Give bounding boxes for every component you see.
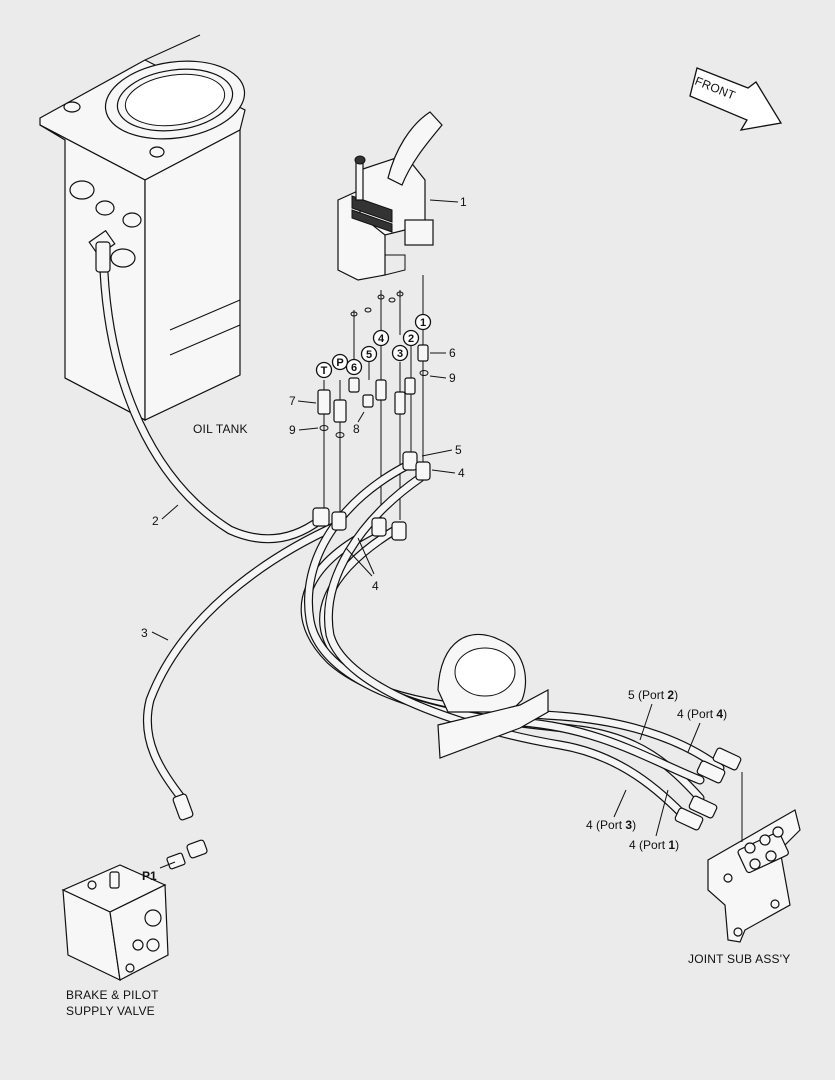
svg-text:P: P bbox=[336, 357, 343, 369]
callout-6: 6 bbox=[449, 346, 456, 360]
svg-text:6: 6 bbox=[351, 362, 357, 374]
port-2: 2 bbox=[402, 329, 420, 347]
port-5: 5 bbox=[360, 345, 378, 363]
port-6: 6 bbox=[345, 358, 363, 376]
svg-text:T: T bbox=[321, 365, 328, 377]
callout-4-bundle: 4 bbox=[372, 579, 379, 593]
pilot-valve-joystick bbox=[337, 111, 459, 281]
hose5-port2-label: 5 (Port 2) bbox=[628, 688, 678, 702]
front-arrow bbox=[689, 67, 783, 131]
callout-4-top: 4 bbox=[458, 466, 465, 480]
port-3: 3 bbox=[391, 344, 409, 362]
callout-9a: 9 bbox=[449, 371, 456, 385]
callout-3: 3 bbox=[141, 626, 148, 640]
hose4-port3-label: 4 (Port 3) bbox=[586, 818, 636, 832]
oil-tank bbox=[39, 34, 246, 421]
svg-text:4: 4 bbox=[378, 333, 385, 345]
callout-8: 8 bbox=[353, 422, 360, 436]
port-markers: T P 6 5 4 3 2 1 bbox=[315, 313, 432, 379]
svg-text:1: 1 bbox=[420, 317, 426, 329]
joint-label: JOINT SUB ASS'Y bbox=[688, 952, 790, 966]
port-t: T bbox=[315, 361, 333, 379]
callout-1: 1 bbox=[460, 195, 467, 209]
hose-end-fittings bbox=[95, 241, 742, 831]
brake-pilot-supply-valve bbox=[61, 839, 208, 982]
brake-valve-label-line1: BRAKE & PILOT bbox=[66, 988, 159, 1002]
hose4-port4-label: 4 (Port 4) bbox=[677, 707, 727, 721]
callout-2: 2 bbox=[152, 514, 159, 528]
brake-valve-label-line2: SUPPLY VALVE bbox=[66, 1004, 155, 1018]
callout-9b: 9 bbox=[289, 423, 296, 437]
port-p: P bbox=[331, 353, 349, 371]
joint-sub-assembly bbox=[707, 772, 801, 943]
fittings bbox=[317, 291, 429, 438]
port-4: 4 bbox=[372, 329, 390, 347]
hose-port-labels: 5 (Port 2) 4 (Port 4) 4 (Port 3) 4 (Port… bbox=[586, 688, 727, 852]
port-1: 1 bbox=[414, 313, 432, 331]
callout-7: 7 bbox=[289, 394, 296, 408]
hose-clamp-bracket bbox=[437, 633, 549, 759]
svg-text:5: 5 bbox=[366, 349, 372, 361]
hose4-port1-label: 4 (Port 1) bbox=[629, 838, 679, 852]
callout-5: 5 bbox=[455, 443, 462, 457]
p1-port-label: P1 bbox=[142, 869, 157, 883]
svg-text:3: 3 bbox=[397, 348, 403, 360]
oil-tank-label: OIL TANK bbox=[193, 422, 248, 436]
svg-text:2: 2 bbox=[408, 333, 414, 345]
